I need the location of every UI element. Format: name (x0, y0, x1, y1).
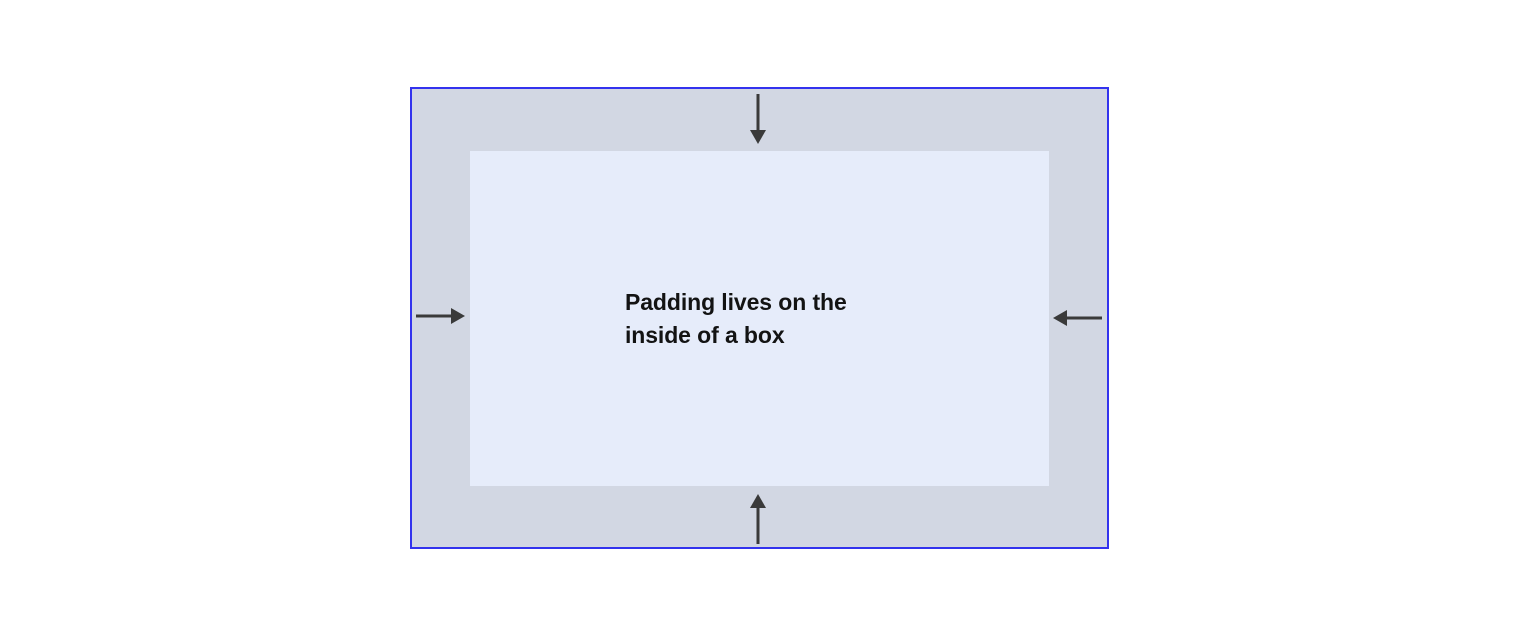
padding-arrow-left-icon (416, 308, 465, 324)
content-box: Padding lives on the inside of a box (470, 151, 1049, 486)
content-box-label: Padding lives on the inside of a box (625, 288, 847, 348)
padding-arrow-bottom-icon (750, 494, 766, 544)
padding-arrow-top-icon (750, 94, 766, 144)
padding-arrow-right-icon (1053, 310, 1102, 326)
